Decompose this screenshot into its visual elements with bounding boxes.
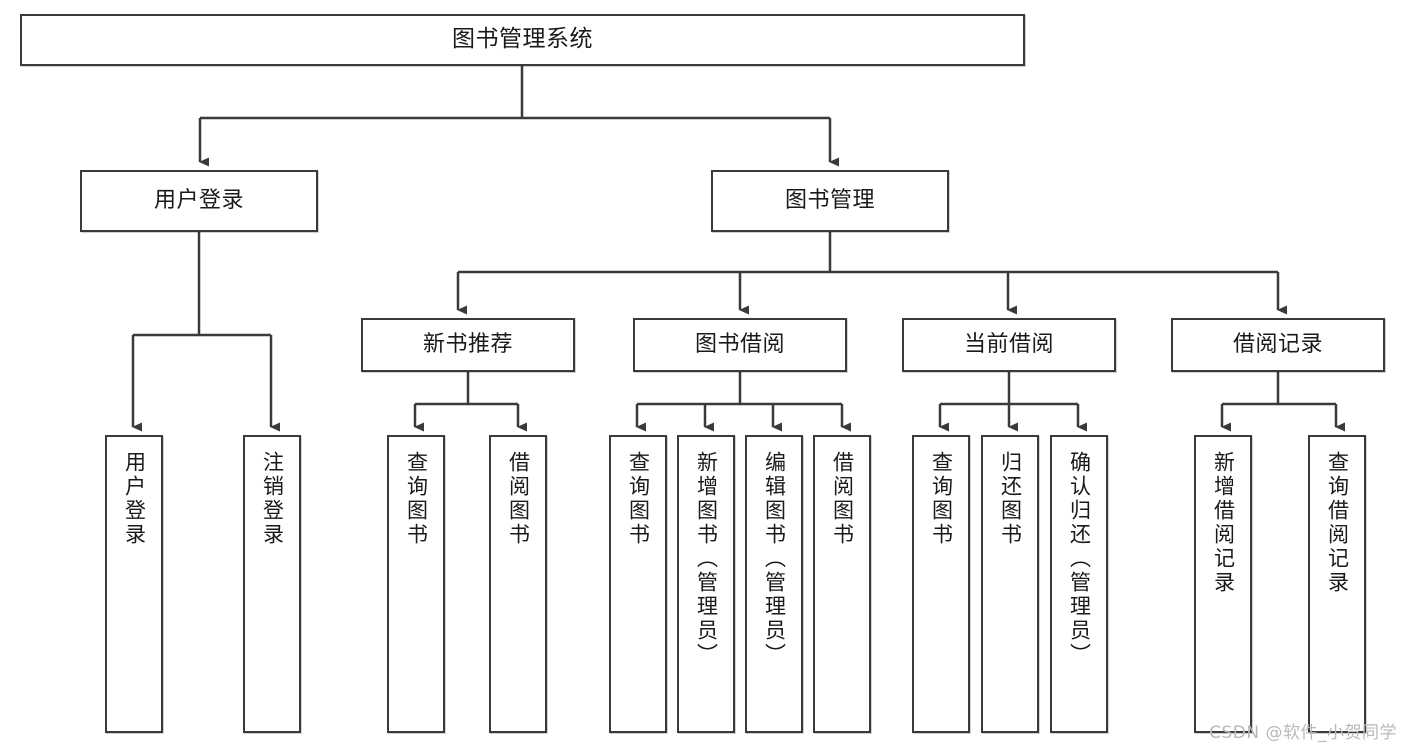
node-book-management[interactable]: 图书管理: [711, 170, 949, 232]
node-user-login-label: 用户登录: [153, 188, 244, 214]
node-user-login[interactable]: 用户登录: [80, 170, 318, 232]
node-borrow-record-label: 借阅记录: [1232, 332, 1323, 358]
node-leaf-user-logout-label: 注销登录: [260, 451, 285, 547]
node-leaf-add-book-label: 新增图书（管理员）: [694, 451, 719, 667]
node-leaf-add-record-label: 新增借阅记录: [1211, 451, 1236, 595]
node-leaf-borrow-book-1[interactable]: 借阅图书: [489, 435, 547, 733]
node-leaf-query-record[interactable]: 查询借阅记录: [1308, 435, 1366, 733]
node-book-management-label: 图书管理: [784, 188, 875, 214]
csdn-watermark: CSDN @软件_小贺同学: [1209, 723, 1397, 743]
node-leaf-add-book[interactable]: 新增图书（管理员）: [677, 435, 735, 733]
node-borrow-record[interactable]: 借阅记录: [1171, 318, 1385, 372]
node-leaf-user-login-label: 用户登录: [122, 451, 147, 547]
node-leaf-confirm-return[interactable]: 确认归还（管理员）: [1050, 435, 1108, 733]
node-leaf-borrow-book-2[interactable]: 借阅图书: [813, 435, 871, 733]
node-leaf-user-login[interactable]: 用户登录: [105, 435, 163, 733]
node-leaf-query-book-3[interactable]: 查询图书: [912, 435, 970, 733]
node-root-label: 图书管理系统: [452, 26, 593, 53]
node-leaf-confirm-return-label: 确认归还（管理员）: [1067, 451, 1092, 667]
node-leaf-query-book-2-label: 查询图书: [626, 451, 651, 547]
node-leaf-query-book-1-label: 查询图书: [404, 451, 429, 547]
node-leaf-query-book-1[interactable]: 查询图书: [387, 435, 445, 733]
node-book-borrow-label: 图书借阅: [694, 332, 785, 358]
node-leaf-query-book-3-label: 查询图书: [929, 451, 954, 547]
node-leaf-query-book-2[interactable]: 查询图书: [609, 435, 667, 733]
node-leaf-edit-book[interactable]: 编辑图书（管理员）: [745, 435, 803, 733]
node-current-borrow-label: 当前借阅: [963, 332, 1054, 358]
node-leaf-borrow-book-1-label: 借阅图书: [506, 451, 531, 547]
node-current-borrow[interactable]: 当前借阅: [902, 318, 1116, 372]
node-leaf-user-logout[interactable]: 注销登录: [243, 435, 301, 733]
node-new-book-recommend-label: 新书推荐: [422, 332, 513, 358]
node-leaf-return-book[interactable]: 归还图书: [981, 435, 1039, 733]
node-new-book-recommend[interactable]: 新书推荐: [361, 318, 575, 372]
node-leaf-query-record-label: 查询借阅记录: [1325, 451, 1350, 595]
node-leaf-borrow-book-2-label: 借阅图书: [830, 451, 855, 547]
node-root-book-management-system[interactable]: 图书管理系统: [20, 14, 1025, 66]
node-leaf-add-record[interactable]: 新增借阅记录: [1194, 435, 1252, 733]
node-leaf-return-book-label: 归还图书: [998, 451, 1023, 547]
node-book-borrow[interactable]: 图书借阅: [633, 318, 847, 372]
node-leaf-edit-book-label: 编辑图书（管理员）: [762, 451, 787, 667]
